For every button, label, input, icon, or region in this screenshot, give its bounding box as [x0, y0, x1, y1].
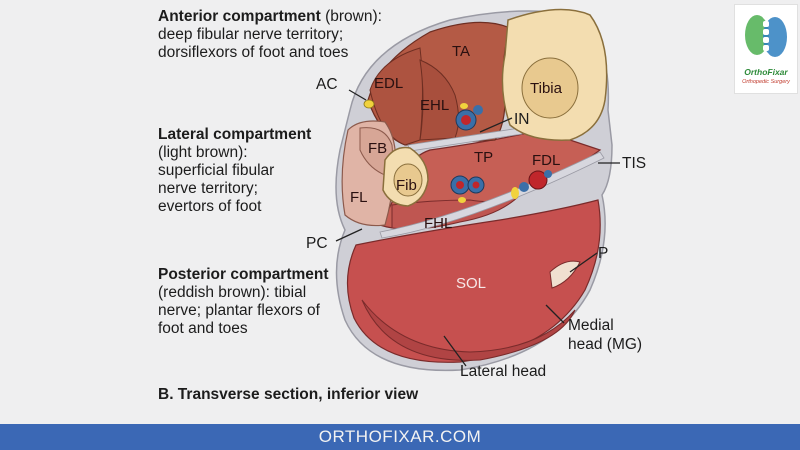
in-leader	[479, 117, 513, 133]
label-medial-head-line1: Medial	[568, 317, 614, 334]
label-edl: EDL	[374, 75, 403, 92]
label-pc: PC	[306, 235, 328, 252]
label-fb: FB	[368, 140, 387, 157]
label-tis: TIS	[622, 155, 646, 172]
anterior-line-1: deep fibular nerve territory;	[158, 26, 344, 43]
mg-leader	[545, 304, 565, 324]
posterior-line-1: (reddish brown): tibial	[158, 284, 307, 301]
lateral-line-3: nerve territory;	[158, 180, 258, 197]
label-tibia: Tibia	[530, 80, 563, 97]
label-ac: AC	[316, 76, 338, 93]
fibular-neurovascular-bundle	[450, 175, 485, 203]
label-fdl: FDL	[532, 152, 560, 169]
anterior-compartment-text: Anterior compartment (brown): deep fibul…	[158, 8, 382, 62]
gastrocnemius-lateral-head	[361, 299, 576, 361]
label-ta: TA	[452, 43, 470, 60]
label-tp: TP	[474, 149, 493, 166]
label-lateral-head: Lateral head	[460, 363, 546, 380]
footer-site-link[interactable]: ORTHOFIXAR.COM	[318, 427, 482, 446]
posterior-line-3: foot and toes	[158, 320, 248, 337]
posterior-line-2: nerve; plantar flexors of	[158, 302, 320, 319]
label-sol: SOL	[456, 275, 486, 292]
label-fhl: FHL	[424, 215, 452, 232]
fibula-marrow	[393, 163, 423, 197]
superficial-fibular-nerve	[363, 99, 375, 109]
posterior-tibial-neurovascular-bundle	[511, 170, 552, 199]
anterior-tibial-neurovascular-bundle	[455, 103, 483, 131]
lateral-compartment-text: Lateral compartment (light brown): super…	[158, 126, 311, 216]
posterior-compartment-text: Posterior compartment (reddish brown): t…	[158, 266, 329, 338]
orthofixar-logo: OrthoFixar Orthopedic Surgery	[734, 4, 798, 94]
lateral-line-4: evertors of foot	[158, 198, 262, 215]
label-medial-head-line2: head (MG)	[568, 336, 642, 353]
label-ehl: EHL	[420, 97, 449, 114]
posterior-superficial-compartment	[346, 199, 601, 363]
anterior-line-2: dorsiflexors of foot and toes	[158, 44, 349, 61]
ac-leader	[348, 89, 367, 101]
anterior-compartment-title: Anterior compartment	[158, 8, 321, 25]
label-fib: Fib	[396, 177, 417, 194]
figure-caption: B. Transverse section, inferior view	[158, 386, 419, 403]
label-in: IN	[514, 111, 530, 128]
logo-name: OrthoFixar	[744, 67, 788, 77]
plantaris-tendon	[549, 260, 581, 289]
label-fl: FL	[350, 189, 368, 206]
tibia-marrow	[521, 57, 579, 119]
lateral-line-2: superficial fibular	[158, 162, 275, 179]
anterior-compartment-color: (brown):	[320, 8, 382, 25]
lateral-line-1: (light brown):	[158, 144, 248, 161]
lateral-head-leader	[443, 335, 467, 367]
pc-leader	[335, 228, 363, 242]
lateral-compartment-title: Lateral compartment	[158, 126, 312, 143]
transverse-intermuscular-septum	[379, 151, 605, 239]
footer-bar: ORTHOFIXAR.COM	[0, 424, 800, 450]
spine-logo-icon	[745, 13, 787, 59]
posterior-compartment-title: Posterior compartment	[158, 266, 329, 283]
logo-subtitle: Orthopedic Surgery	[742, 79, 790, 85]
p-leader	[569, 252, 598, 273]
label-p: P	[598, 245, 608, 262]
